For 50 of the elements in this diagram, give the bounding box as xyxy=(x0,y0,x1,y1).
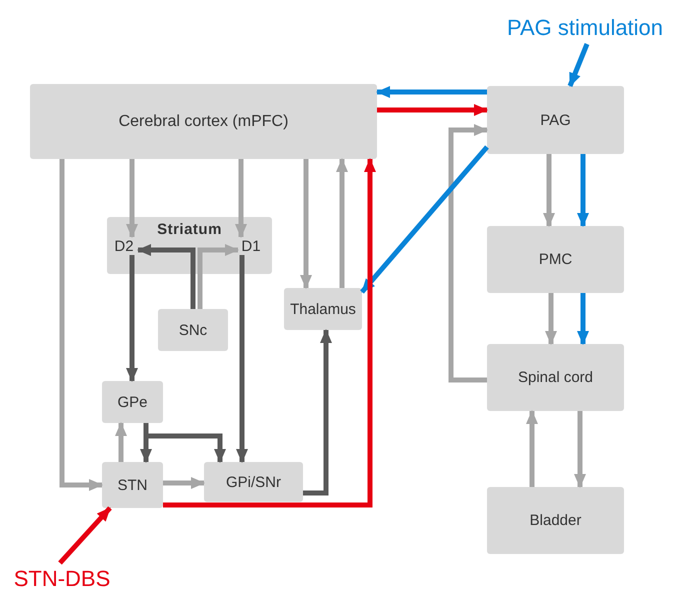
process-box xyxy=(102,381,163,423)
region-title: Striatum xyxy=(156,221,223,238)
node-label: D2 xyxy=(110,237,138,255)
arrow xyxy=(60,159,103,491)
arrow xyxy=(574,411,586,488)
arrow xyxy=(58,506,112,565)
process-box xyxy=(158,309,228,351)
arrow xyxy=(126,255,138,382)
arrow xyxy=(115,422,127,462)
node-label: STN xyxy=(118,476,148,494)
node-label: Cerebral cortex (mPFC) xyxy=(118,112,288,130)
arrow xyxy=(336,158,348,288)
node-label: Spinal cord xyxy=(518,369,594,386)
node-label: PMC xyxy=(538,251,572,268)
arrow xyxy=(137,244,196,309)
arrow xyxy=(163,158,376,508)
arrow xyxy=(198,244,239,309)
node-label: D1 xyxy=(238,237,264,255)
process-box xyxy=(102,462,163,508)
arrow xyxy=(448,124,488,382)
arrow xyxy=(376,86,487,98)
arrow xyxy=(543,154,555,227)
arrow xyxy=(303,329,332,496)
node-label: GPe xyxy=(117,394,148,410)
arrow xyxy=(545,293,557,345)
process-box xyxy=(284,288,362,330)
process-box xyxy=(487,86,624,154)
arrow xyxy=(235,159,247,238)
process-box xyxy=(30,84,377,159)
node-label: STN-DBS xyxy=(6,563,118,595)
arrow xyxy=(360,145,489,294)
node-label: PAG xyxy=(540,112,571,128)
arrow xyxy=(568,43,590,87)
process-box xyxy=(487,226,624,293)
node-label: GPi/SNr xyxy=(226,474,281,490)
node-label: SNc xyxy=(178,322,208,338)
arrow xyxy=(163,477,205,489)
arrow xyxy=(577,293,589,345)
node-label: Thalamus xyxy=(290,300,356,318)
process-box xyxy=(487,344,624,411)
process-box xyxy=(487,487,624,554)
arrow xyxy=(126,159,138,238)
process-box xyxy=(204,462,303,502)
arrow xyxy=(577,154,589,227)
arrow xyxy=(377,104,488,116)
arrow xyxy=(300,159,312,289)
node-label: PAG stimulation xyxy=(488,12,682,44)
arrow xyxy=(526,410,538,487)
node-label: Bladder xyxy=(530,512,582,529)
arrow xyxy=(236,255,248,463)
